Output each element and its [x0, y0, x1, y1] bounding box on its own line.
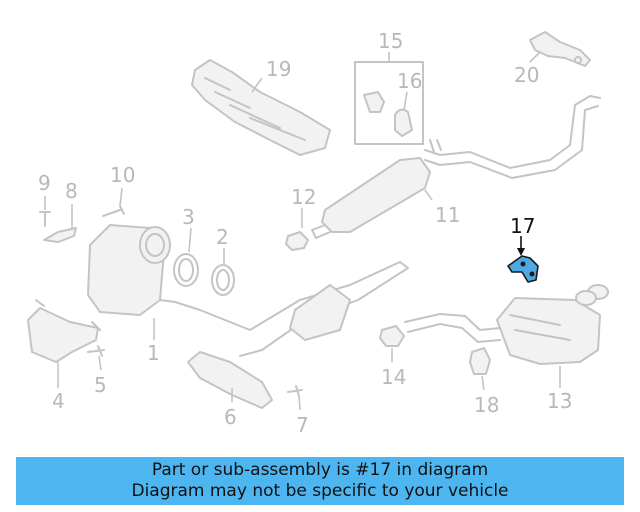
- callout-7: 7: [296, 413, 309, 437]
- callout-2: 2: [216, 225, 229, 249]
- part-3-gasket[interactable]: [173, 253, 199, 287]
- part-15-16-bracket-group[interactable]: [354, 61, 424, 145]
- callout-12: 12: [291, 185, 316, 209]
- callout-20: 20: [514, 63, 539, 87]
- part-1-front-pipe-converter[interactable]: [87, 224, 409, 357]
- callout-18: 18: [474, 393, 499, 417]
- exhaust-parts-diagram: 19 15 16 20 11 12 9 8: [27, 29, 609, 437]
- callout-9: 9: [38, 171, 51, 195]
- part-11-center-muffler[interactable]: [311, 95, 601, 239]
- part-4-heat-shield[interactable]: [27, 299, 101, 363]
- banner-line-2: Diagram may not be specific to your vehi…: [131, 481, 509, 501]
- callout-3: 3: [182, 205, 195, 229]
- part-12-clamp[interactable]: [285, 231, 309, 251]
- part-8-bracket[interactable]: [43, 227, 77, 243]
- banner-line-1: Part or sub-assembly is #17 in diagram: [151, 460, 489, 480]
- callout-6: 6: [224, 405, 237, 429]
- callout-13: 13: [547, 389, 572, 413]
- part-20-bracket[interactable]: [529, 31, 591, 67]
- callout-1: 1: [147, 341, 160, 365]
- part-10-bolt[interactable]: [102, 205, 125, 217]
- part-17-bracket-highlighted[interactable]: [507, 255, 539, 283]
- info-banner: Part or sub-assembly is #17 in diagram D…: [16, 457, 624, 505]
- part-14-clamp[interactable]: [379, 325, 405, 347]
- callout-10: 10: [110, 163, 135, 187]
- part-6-heat-shield[interactable]: [187, 351, 273, 409]
- part-19-heat-shield[interactable]: [191, 59, 331, 156]
- callout-5: 5: [94, 373, 107, 397]
- part-5-bolt[interactable]: [87, 345, 105, 357]
- part-2-gasket[interactable]: [211, 264, 235, 296]
- callout-17: 17: [510, 214, 535, 238]
- callout-16: 16: [397, 69, 422, 93]
- callout-15: 15: [378, 29, 403, 53]
- part-18-hanger[interactable]: [469, 347, 491, 375]
- callout-8: 8: [65, 179, 78, 203]
- callout-4: 4: [52, 389, 65, 413]
- part-7-bolt[interactable]: [287, 385, 303, 397]
- callout-19: 19: [266, 57, 291, 81]
- callout-14: 14: [381, 365, 406, 389]
- part-9-bolt[interactable]: [39, 211, 51, 227]
- part-13-rear-muffler[interactable]: [404, 284, 609, 365]
- callout-11: 11: [435, 203, 460, 227]
